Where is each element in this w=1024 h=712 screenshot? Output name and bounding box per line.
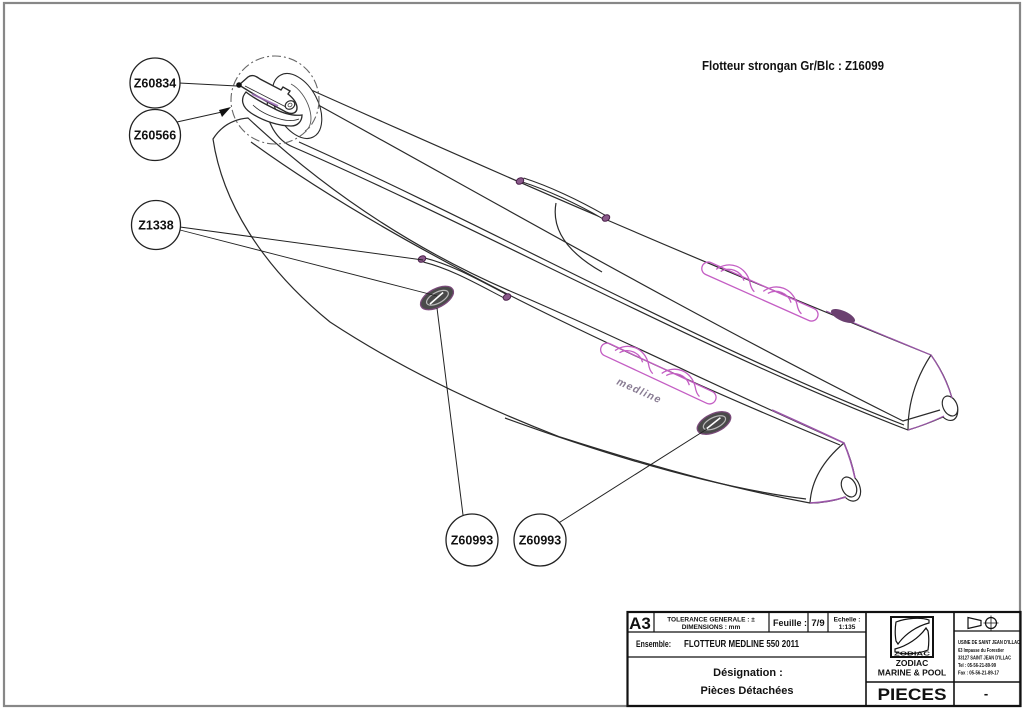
svg-text:Z60834: Z60834 — [134, 77, 176, 91]
svg-text:USINE DE SAINT JEAN D'ILLAC: USINE DE SAINT JEAN D'ILLAC — [958, 640, 1020, 646]
svg-text:ZODIAC: ZODIAC — [894, 652, 930, 658]
svg-text:Z60566: Z60566 — [134, 129, 176, 143]
svg-text:Désignation :: Désignation : — [713, 667, 783, 679]
svg-text:Z1338: Z1338 — [138, 219, 173, 233]
svg-text:7/9: 7/9 — [811, 618, 824, 629]
svg-text:Z60993: Z60993 — [451, 534, 493, 548]
svg-text:-: - — [984, 686, 988, 701]
svg-text:PIECES: PIECES — [878, 686, 947, 704]
svg-text:1:135: 1:135 — [839, 624, 856, 631]
svg-text:33127 SAINT JEAN D'ILLAC: 33127 SAINT JEAN D'ILLAC — [958, 656, 1011, 662]
svg-text:Feuille :: Feuille : — [773, 618, 807, 628]
svg-text:ZODIAC: ZODIAC — [896, 658, 929, 668]
svg-text:A3: A3 — [629, 614, 651, 633]
svg-text:Flotteur strongan Gr/Blc : Z16: Flotteur strongan Gr/Blc : Z16099 — [702, 59, 884, 73]
svg-text:Tel : 05-56-21-89-99: Tel : 05-56-21-89-99 — [958, 663, 996, 669]
svg-text:63 Impasse du Forestier: 63 Impasse du Forestier — [958, 648, 1005, 654]
svg-text:Z60993: Z60993 — [519, 534, 561, 548]
svg-text:FLOTTEUR MEDLINE 550 2011: FLOTTEUR MEDLINE 550 2011 — [684, 639, 799, 650]
svg-text:DIMENSIONS : mm: DIMENSIONS : mm — [682, 624, 741, 631]
svg-text:MARINE & POOL: MARINE & POOL — [878, 668, 946, 678]
svg-text:TOLERANCE GENERALE : ±: TOLERANCE GENERALE : ± — [667, 617, 755, 624]
svg-text:Ensemble:: Ensemble: — [636, 639, 671, 649]
svg-text:Fax : 05-56-21-89-17: Fax : 05-56-21-89-17 — [958, 671, 999, 677]
svg-text:Echelle :: Echelle : — [834, 617, 861, 624]
svg-text:Pièces Détachées: Pièces Détachées — [701, 685, 794, 697]
